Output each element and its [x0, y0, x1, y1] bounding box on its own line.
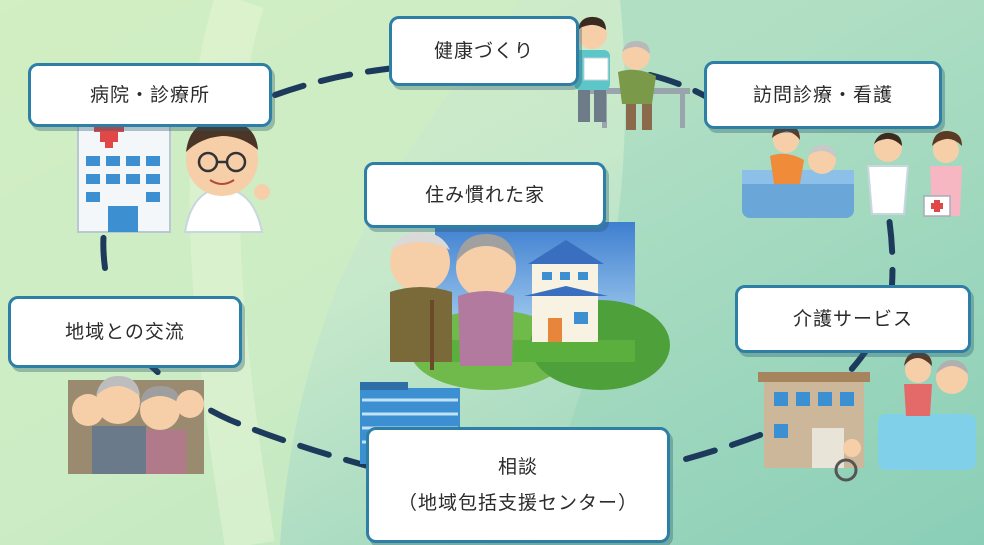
- node-community-label: 地域との交流: [65, 320, 185, 343]
- node-consultation: 相談 （地域包括支援センター）: [366, 427, 670, 543]
- node-consultation-title: 相談: [497, 455, 538, 478]
- node-consultation-subtitle: （地域包括支援センター）: [397, 492, 638, 514]
- hospital-building-icon: [77, 111, 171, 233]
- care-facility-bath-icon: [758, 352, 976, 482]
- doctor-icon: [183, 119, 270, 233]
- node-hospital: 病院・診療所: [28, 63, 272, 127]
- node-hospital-label: 病院・診療所: [89, 83, 210, 106]
- elderly-couple-house-icon: [390, 222, 670, 390]
- node-health-label: 健康づくり: [433, 39, 534, 62]
- node-home-label: 住み慣れた家: [424, 183, 545, 206]
- node-care-service: 介護サービス: [735, 285, 971, 353]
- node-health: 健康づくり: [389, 16, 579, 86]
- community-group-icon: [68, 376, 204, 474]
- node-community: 地域との交流: [8, 296, 242, 368]
- node-home-visit-label: 訪問診療・看護: [752, 83, 893, 106]
- node-home-visit: 訪問診療・看護: [704, 61, 942, 129]
- node-home: 住み慣れた家: [364, 162, 606, 228]
- nurse-with-elderly-icon: [574, 16, 690, 130]
- node-care-service-label: 介護サービス: [792, 307, 913, 330]
